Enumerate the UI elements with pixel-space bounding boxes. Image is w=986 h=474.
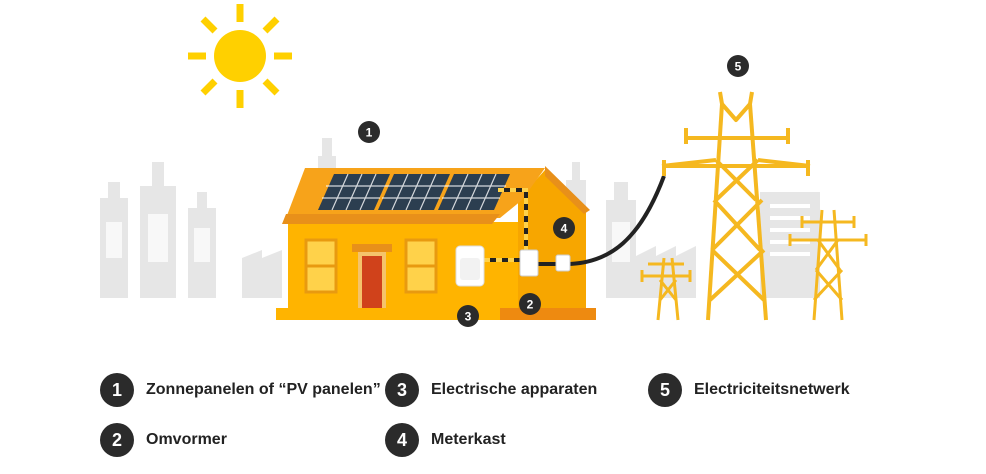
svg-text:4: 4 (561, 222, 568, 236)
legend-item-3: 3 Electrische apparaten (385, 373, 597, 407)
power-tower-left (640, 257, 692, 321)
marker-3: 3 (457, 305, 479, 327)
legend-badge: 1 (100, 373, 134, 407)
legend-label: Electrische apparaten (431, 381, 598, 398)
svg-text:2: 2 (527, 298, 534, 312)
legend-item-2: 2 Omvormer (100, 423, 227, 457)
marker-4: 4 (553, 217, 575, 239)
legend-item-1: 1 Zonnepanelen of “PV panelen” (100, 373, 381, 407)
legend-label: Omvormer (146, 431, 227, 448)
solar-panels (318, 173, 510, 211)
power-tower-large (661, 91, 811, 321)
wiring (484, 175, 666, 266)
marker-2: 2 (519, 293, 541, 315)
power-tower-right (788, 209, 868, 321)
legend-badge: 4 (385, 423, 419, 457)
legend-item-4: 4 Meterkast (385, 423, 506, 457)
svg-text:1: 1 (366, 126, 373, 140)
marker-1: 1 (358, 121, 380, 143)
sun-icon (188, 4, 292, 108)
svg-text:5: 5 (735, 60, 742, 74)
appliance (455, 245, 485, 287)
legend-badge: 5 (648, 373, 682, 407)
legend-badge: 2 (100, 423, 134, 457)
inverter (519, 249, 539, 277)
city-windows (106, 204, 810, 262)
legend-label: Electriciteitsnetwerk (694, 381, 850, 398)
legend-label: Meterkast (431, 431, 506, 448)
legend-label: Zonnepanelen of “PV panelen” (146, 381, 381, 398)
meter-box (555, 254, 571, 272)
legend-badge: 3 (385, 373, 419, 407)
legend-item-5: 5 Electriciteitsnetwerk (648, 373, 850, 407)
svg-text:3: 3 (465, 310, 472, 324)
marker-5: 5 (727, 55, 749, 77)
